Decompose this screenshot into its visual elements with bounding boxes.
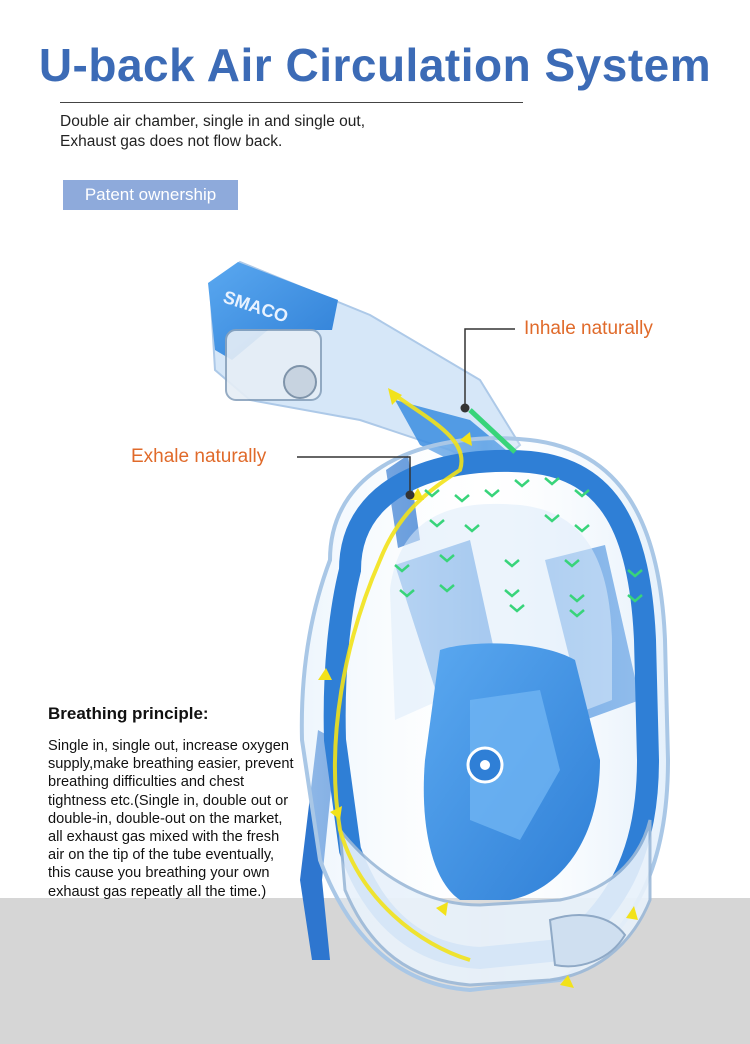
- subtitle-line-1: Double air chamber, single in and single…: [60, 113, 366, 130]
- subtitle: Double air chamber, single in and single…: [60, 112, 365, 152]
- inhale-callout-line: [460, 328, 515, 413]
- exhale-callout-line: [297, 456, 415, 500]
- patent-badge: Patent ownership: [63, 180, 238, 210]
- mask-body: [299, 436, 671, 993]
- breathing-principle-text: Single in, single out, increase oxygen s…: [48, 738, 294, 900]
- page-title: U-back Air Circulation System: [38, 39, 712, 91]
- breathing-principle-heading: Breathing principle:: [48, 704, 209, 723]
- inhale-callout-label: Inhale naturally: [524, 318, 653, 339]
- snorkel-tube: SMACO: [208, 260, 522, 472]
- exhale-callout-label: Exhale naturally: [131, 446, 267, 467]
- title-divider: [60, 102, 523, 103]
- inhale-airflow-path: [394, 408, 643, 618]
- subtitle-line-2: Exhaust gas does not flow back.: [60, 133, 283, 150]
